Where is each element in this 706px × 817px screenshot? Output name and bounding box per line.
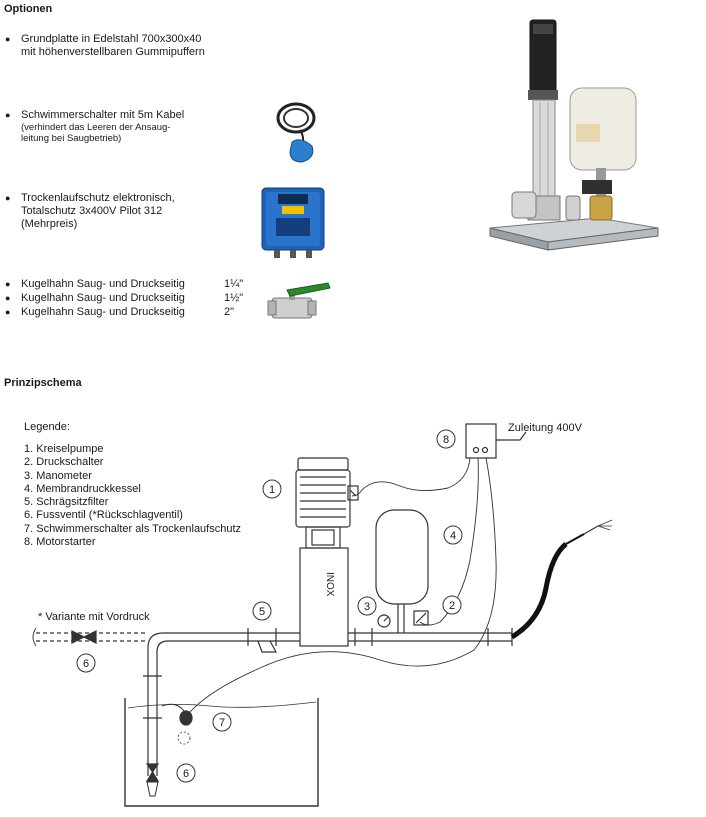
option-line: Schwimmerschalter mit 5m Kabel <box>21 109 185 121</box>
cable <box>351 457 471 497</box>
legend-list: 1. Kreiselpumpe 2. Druckschalter 3. Mano… <box>24 443 241 549</box>
callout-label: 1 <box>269 484 275 496</box>
bullet: ● <box>5 307 11 317</box>
callout-2 <box>442 595 462 615</box>
schematic-diagram <box>32 423 613 807</box>
legend-item: 7. Schwimmerschalter als Trockenlaufschu… <box>24 522 242 535</box>
legend-item: 4. Membrandruckkessel <box>24 482 141 495</box>
callout-label: 7 <box>219 717 225 729</box>
supply-label: Zuleitung 400V <box>508 422 583 434</box>
callout-5 <box>252 601 272 621</box>
option-line: Trockenlaufschutz elektronisch, <box>21 192 175 204</box>
callout-6b <box>176 763 196 783</box>
dry-run-protector-icon <box>261 187 325 258</box>
callout-7 <box>212 712 232 732</box>
bullet: ● <box>5 279 11 289</box>
bullet: ● <box>5 293 11 303</box>
legend-title: Legende: <box>24 421 70 433</box>
float-switch-icon <box>276 102 316 163</box>
membrane-tank-schematic <box>375 509 429 633</box>
y-strainer <box>247 628 278 653</box>
callout-6a <box>76 653 96 673</box>
water-tank <box>124 698 319 807</box>
option-line: mit höhenverstellbaren Gummipuffern <box>21 46 205 58</box>
callout-label: 4 <box>450 530 456 542</box>
legend-item: 1. Kreiselpumpe <box>24 443 104 455</box>
callout-label: 6 <box>183 768 189 780</box>
option-subline: (verhindert das Leeren der Ansaug- <box>21 122 171 133</box>
hose <box>510 542 568 640</box>
legend-item: 8. Motorstarter <box>24 536 96 549</box>
ball-valve-size: 2" <box>224 306 235 318</box>
callout-4 <box>443 525 463 545</box>
ball-valve-size: 1½" <box>224 292 244 304</box>
variant-note: * Variante mit Vordruck <box>38 611 150 623</box>
option-subline: leitung bei Saugbetrieb) <box>21 133 122 144</box>
callout-label: 8 <box>443 434 449 446</box>
legend-item: 3. Manometer <box>24 469 92 482</box>
suction-pipe <box>147 632 300 776</box>
callout-labels: 1 2 3 4 5 6 6 7 8 <box>83 434 456 780</box>
callout-label: 5 <box>259 606 265 618</box>
options-heading: Optionen <box>4 3 53 15</box>
manometer-schematic <box>377 614 391 628</box>
callout-8 <box>436 429 456 449</box>
callout-3 <box>357 596 377 616</box>
option-line: (Mehrpreis) <box>21 218 78 230</box>
water-surface <box>127 701 317 709</box>
pump-schematic <box>295 457 359 647</box>
float-switch-schematic <box>161 703 193 745</box>
schema-heading: Prinzipschema <box>4 377 82 389</box>
legend-item: 2. Druckschalter <box>24 456 104 469</box>
option-line: Grundplatte in Edelstahl 700x300x40 <box>21 33 202 45</box>
callout-label: 3 <box>364 601 370 613</box>
ball-valve-label: Kugelhahn Saug- und Druckseitig <box>21 292 185 304</box>
callout-label: 2 <box>449 600 455 612</box>
callout-1 <box>262 479 282 499</box>
ball-valve-icon <box>267 282 331 319</box>
bullet: ● <box>5 34 11 44</box>
option-line: Totalschutz 3x400V Pilot 312 <box>21 205 163 217</box>
ball-valve-label: Kugelhahn Saug- und Druckseitig <box>21 278 185 290</box>
booster-pump-unit-icon <box>489 19 659 251</box>
ball-valve-label: Kugelhahn Saug- und Druckseitig <box>21 306 185 318</box>
foot-valve <box>145 763 160 797</box>
bullet: ● <box>5 193 11 203</box>
motor-starter-schematic <box>465 423 497 459</box>
legend-item: 5. Schrägsitzfilter <box>24 496 109 509</box>
pressure-switch-schematic <box>413 610 429 626</box>
legend-item: 6. Fussventil (*Rückschlagventil) <box>24 509 183 522</box>
callouts <box>76 429 463 783</box>
pump-label: INOX <box>324 572 335 597</box>
callout-label: 6 <box>83 658 89 670</box>
ball-valve-size: 1¼" <box>224 278 244 290</box>
check-valve-variant <box>71 630 97 644</box>
bullet: ● <box>5 110 11 120</box>
